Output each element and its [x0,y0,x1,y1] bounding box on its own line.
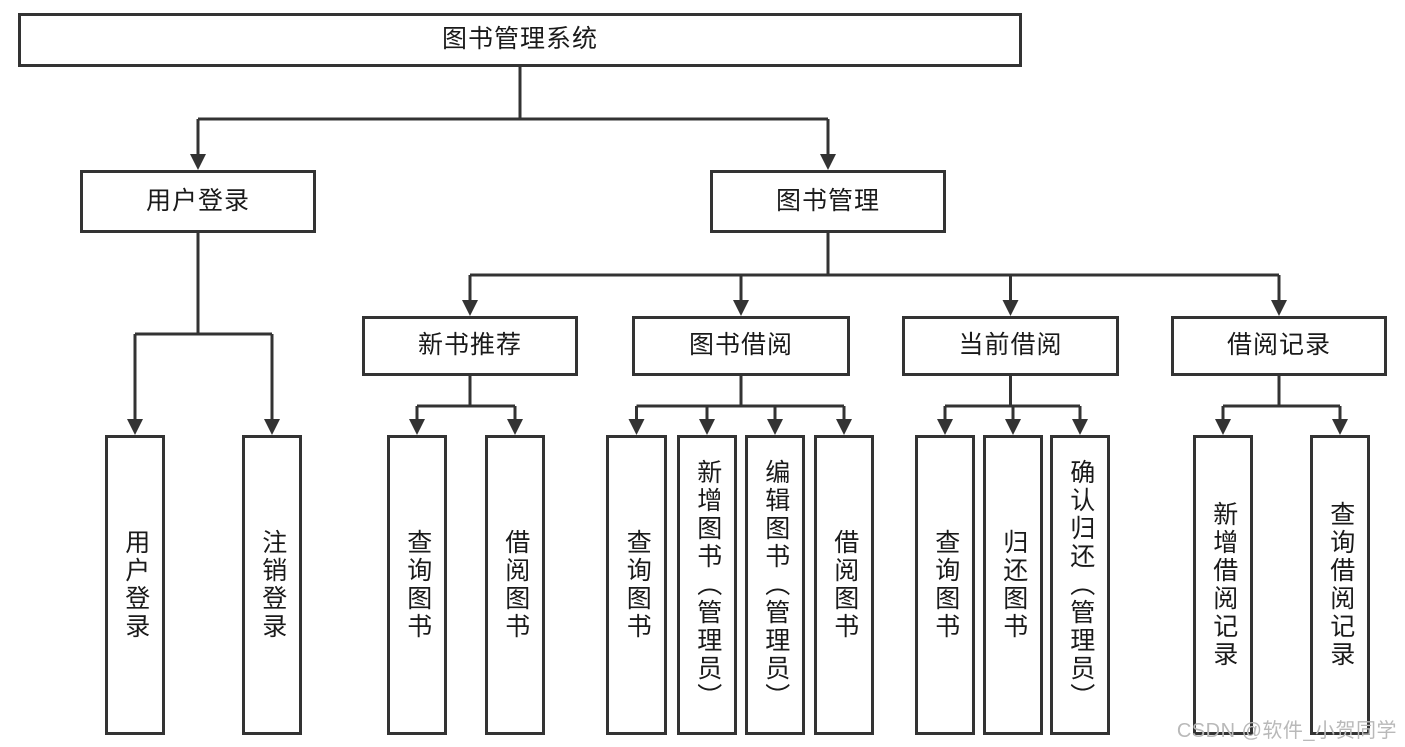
node-label: 查询图书 [623,529,652,641]
node-leaf-bb-edit-book[interactable]: 编辑图书（管理员） [745,435,805,735]
node-label: 确认归还（管理员） [1066,459,1095,711]
node-label: 借阅图书 [501,529,530,641]
node-leaf-rec-borrow-book[interactable]: 借阅图书 [485,435,545,735]
node-label: 借阅记录 [1226,331,1331,360]
node-label: 用户登录 [145,186,250,215]
node-leaf-bb-borrow-book[interactable]: 借阅图书 [814,435,874,735]
node-label: 新增借阅记录 [1209,501,1238,669]
watermark-text: CSDN @软件_小贺同学 [1176,720,1397,742]
node-user-login[interactable]: 用户登录 [80,170,316,233]
node-book-borrow[interactable]: 图书借阅 [632,316,850,376]
node-leaf-cb-query-book[interactable]: 查询图书 [915,435,975,735]
node-leaf-cb-return-book[interactable]: 归还图书 [983,435,1043,735]
node-leaf-bb-query-book[interactable]: 查询图书 [606,435,667,735]
node-current-borrow[interactable]: 当前借阅 [902,316,1119,376]
node-label: 图书借阅 [688,331,793,360]
node-label: 查询图书 [931,529,960,641]
node-label: 用户登录 [121,529,150,641]
node-label: 新增图书（管理员） [693,459,722,711]
node-book-management[interactable]: 图书管理 [710,170,946,233]
node-label: 查询图书 [403,529,432,641]
node-label: 注销登录 [258,529,287,641]
node-root[interactable]: 图书管理系统 [18,13,1022,67]
node-leaf-br-query-record[interactable]: 查询借阅记录 [1310,435,1370,735]
node-label: 新书推荐 [417,331,522,360]
node-label: 借阅图书 [830,529,859,641]
node-leaf-rec-query-book[interactable]: 查询图书 [387,435,447,735]
node-label: 当前借阅 [958,331,1063,360]
node-leaf-user-login[interactable]: 用户登录 [105,435,165,735]
node-leaf-br-add-record[interactable]: 新增借阅记录 [1193,435,1253,735]
node-label: 图书管理 [775,186,880,215]
node-leaf-logout[interactable]: 注销登录 [242,435,302,735]
node-label: 图书管理系统 [441,25,598,54]
node-label: 编辑图书（管理员） [761,459,790,711]
node-leaf-bb-add-book[interactable]: 新增图书（管理员） [677,435,737,735]
node-new-book-recommend[interactable]: 新书推荐 [362,316,578,376]
node-borrow-record[interactable]: 借阅记录 [1171,316,1387,376]
node-label: 查询借阅记录 [1326,501,1355,669]
node-leaf-cb-confirm-return[interactable]: 确认归还（管理员） [1050,435,1110,735]
node-label: 归还图书 [999,529,1028,641]
